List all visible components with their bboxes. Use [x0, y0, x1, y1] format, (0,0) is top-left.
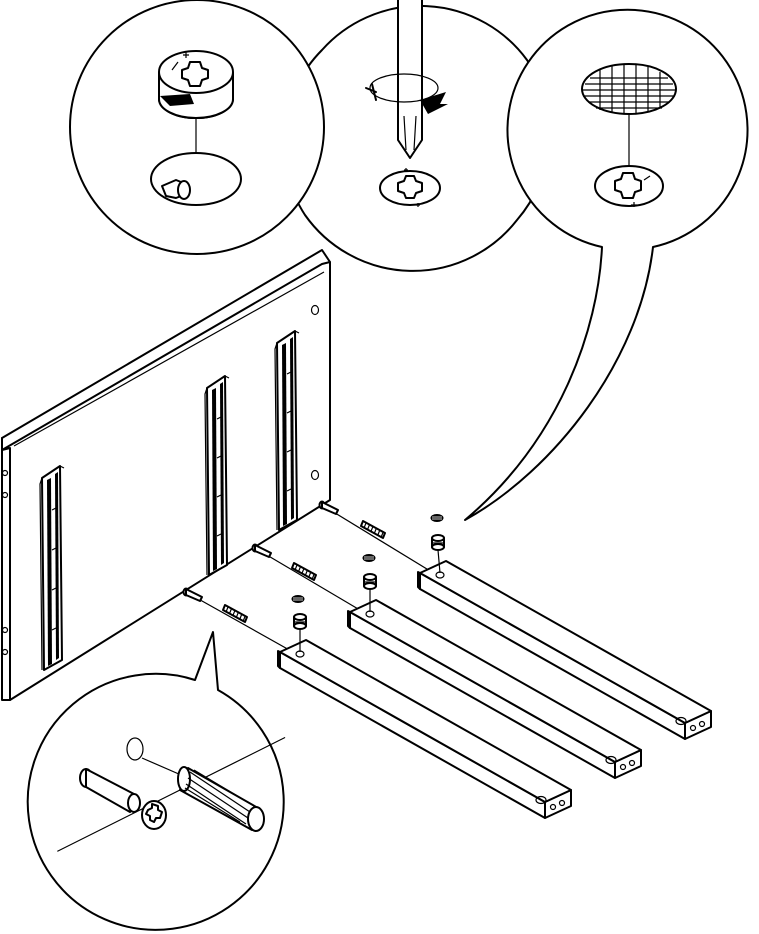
drawer-runner — [204, 375, 230, 576]
cover-cap — [430, 514, 444, 522]
end-hole — [689, 724, 697, 732]
assembly-line — [321, 504, 441, 578]
dowel — [291, 562, 317, 581]
edge-hole — [1, 469, 9, 477]
callout-screwdriver-tighten — [282, 0, 551, 272]
panel-edge-holes — [1, 469, 9, 656]
cam-bolt-icon — [79, 768, 167, 830]
rail — [318, 500, 712, 740]
edge-hole — [1, 626, 9, 634]
cam-bolt — [251, 543, 272, 558]
cover-cap — [291, 595, 305, 603]
side-panel — [1, 249, 331, 701]
drawer-runner — [39, 465, 65, 671]
panel-face — [1, 249, 331, 701]
edge-hole — [1, 491, 9, 499]
callout-bubble — [26, 631, 285, 931]
callout-bubble — [464, 8, 749, 521]
end-hole — [558, 799, 566, 807]
callout-circle — [69, 0, 325, 255]
cam-lock-icon — [158, 50, 234, 170]
rail-top — [279, 639, 572, 803]
cam-lock-top-view — [379, 168, 441, 207]
end-hole — [549, 803, 557, 811]
assembly-line — [254, 547, 371, 617]
rails — [182, 500, 712, 819]
rail — [182, 587, 572, 819]
end-hole — [628, 759, 636, 767]
dowel — [222, 604, 248, 623]
dowel-hole — [126, 737, 144, 761]
rotate-arrow-icon — [420, 92, 448, 114]
cover-cap-icon — [581, 63, 677, 170]
callout-cover-cap — [464, 8, 749, 521]
edge-hole — [1, 648, 9, 656]
wooden-dowel-icon — [177, 766, 265, 832]
panel-hole — [310, 304, 320, 316]
rail — [251, 543, 642, 779]
end-hole — [698, 720, 706, 728]
cam-bolt — [318, 500, 339, 515]
cam-lock — [363, 573, 377, 590]
rail-top — [419, 560, 712, 724]
cam-hole — [605, 755, 617, 765]
cam-hole-icon — [150, 152, 242, 206]
cam-lock-installed-view — [594, 165, 664, 207]
screwdriver-icon — [365, 0, 448, 159]
drawer-runner — [274, 330, 300, 531]
dowel — [360, 520, 386, 539]
drawer-runners — [39, 330, 300, 671]
cover-cap — [362, 554, 376, 562]
cam-lock — [431, 534, 445, 551]
cam-hole — [675, 716, 687, 726]
panel-hole — [310, 469, 320, 481]
callout-cam-bolt-and-dowel — [26, 631, 305, 931]
end-hole — [619, 763, 627, 771]
cam-lock — [293, 613, 307, 630]
cam-bolt — [182, 587, 203, 602]
cam-hole — [535, 795, 547, 805]
assembly-line — [185, 591, 301, 657]
rail-top — [349, 599, 642, 763]
callout-cam-lock-insert — [69, 0, 325, 255]
